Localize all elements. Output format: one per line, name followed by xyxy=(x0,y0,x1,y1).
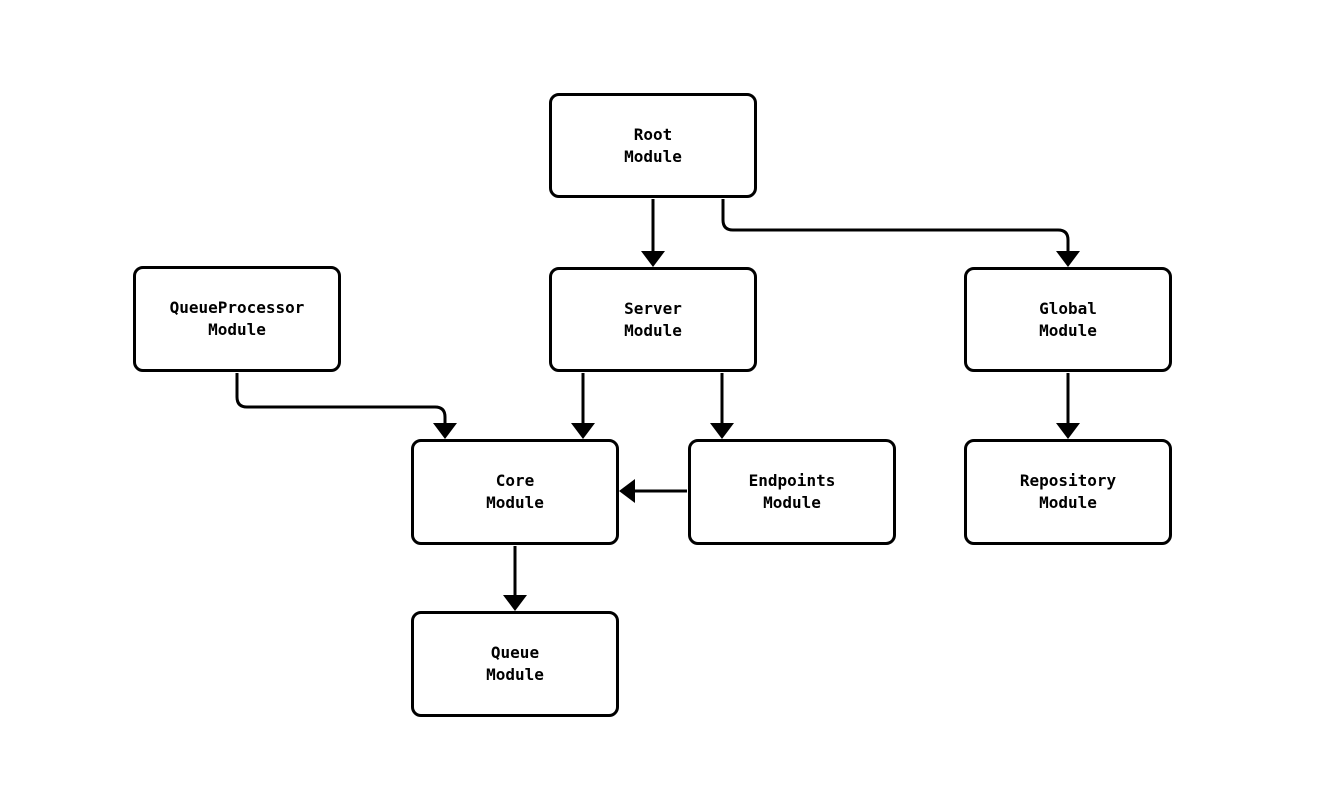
node-endpoints-module-label: Endpoints Module xyxy=(748,471,836,512)
edge-endpoints-to-core xyxy=(619,479,687,503)
edge-core-to-queue xyxy=(503,546,527,611)
edge-server-to-core xyxy=(571,373,595,439)
node-core-module: Core Module xyxy=(411,439,619,545)
edge-global-to-repository xyxy=(1056,373,1080,439)
node-core-module-label: Core Module xyxy=(486,471,544,512)
edge-queueprocessor-to-core xyxy=(235,373,457,439)
node-root-module-label: Root Module xyxy=(624,124,682,166)
edge-root-to-global xyxy=(721,199,1080,267)
node-endpoints-module: Endpoints Module xyxy=(688,439,896,545)
node-repository-module-label: Repository Module xyxy=(1019,471,1117,512)
node-queue-module: Queue Module xyxy=(411,611,619,717)
node-global-module: Global Module xyxy=(964,267,1172,372)
edge-root-to-server xyxy=(641,199,665,267)
node-root-module: Root Module xyxy=(549,93,757,198)
node-queueprocessor-module-label: QueueProcessor Module xyxy=(169,298,305,339)
node-global-module-label: Global Module xyxy=(1039,298,1097,340)
node-queueprocessor-module: QueueProcessor Module xyxy=(133,266,341,372)
node-server-module-label: Server Module xyxy=(624,298,682,340)
edge-server-to-endpoints xyxy=(710,373,734,439)
node-server-module: Server Module xyxy=(549,267,757,372)
node-repository-module: Repository Module xyxy=(964,439,1172,545)
node-queue-module-label: Queue Module xyxy=(486,643,544,684)
